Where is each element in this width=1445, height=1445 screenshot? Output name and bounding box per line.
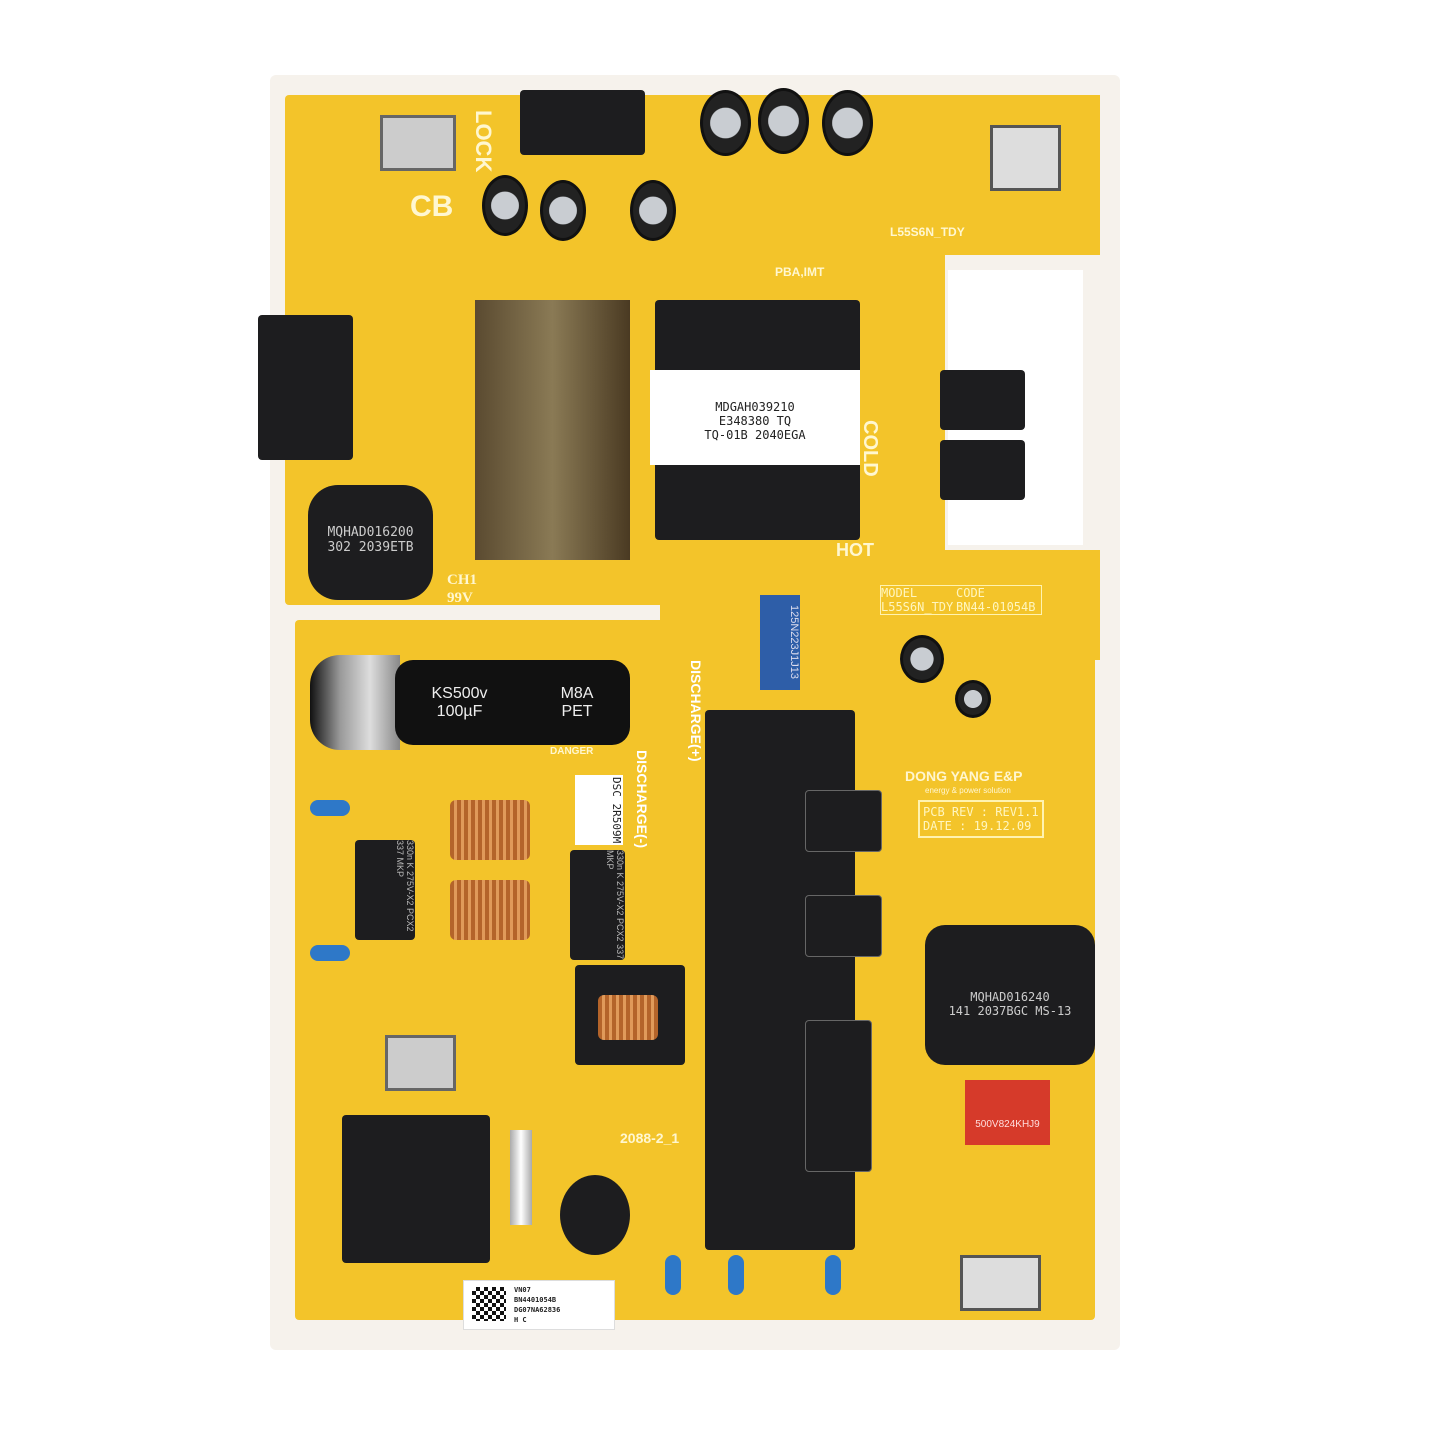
sticker-line3: DG07NA62836	[514, 1306, 561, 1314]
inductor-left: MQHAD016200 302 2039ETB	[308, 485, 433, 600]
inductor-right: MQHAD016240 141 2037BGC MS-13	[925, 925, 1095, 1065]
electrolytic-capacitor	[540, 180, 586, 241]
y-capacitor	[310, 945, 350, 961]
pfc-coil	[598, 995, 658, 1040]
discharge-minus-label: DISCHARGE(-)	[634, 750, 650, 848]
mounting-clip	[990, 125, 1061, 191]
electrolytic-capacitor	[630, 180, 676, 241]
mounting-clip	[960, 1255, 1041, 1311]
film-capacitor: 125N223J1J13	[760, 595, 800, 690]
barcode-sticker: VN07 BN4401054B DG07NA62836 H C	[463, 1280, 615, 1330]
varistor	[560, 1175, 630, 1255]
lock-label: LOCK	[471, 110, 496, 173]
cold-label: COLD	[859, 420, 881, 477]
mosfet	[805, 1020, 872, 1172]
dsc-component: DSC 2R509M	[575, 775, 623, 845]
bulk-cap-type: PET	[561, 702, 593, 720]
electrolytic-capacitor	[955, 680, 991, 718]
mosfet	[805, 895, 882, 957]
inductor-right-line2: 141 2037BGC MS-13	[948, 1004, 1072, 1018]
transistor	[940, 370, 1025, 430]
pcb-rev: PCB REV : REV1.1	[923, 805, 1039, 819]
transistor	[940, 440, 1025, 500]
transformer-line3: TQ-01B 2040EGA	[704, 428, 806, 442]
inductor-left-line1: MQHAD016200	[327, 525, 414, 540]
y-capacitor	[728, 1255, 744, 1295]
bulk-capacitor-end	[310, 655, 400, 750]
code-2088-label: 2088-2_1	[620, 1130, 680, 1146]
transformer-label: MDGAH039210 E348380 TQ TQ-01B 2040EGA	[650, 370, 860, 465]
common-mode-choke	[450, 880, 530, 940]
x-capacitor: 330n K 275V-X2 PCX2 337 MKP	[570, 850, 625, 960]
bulk-cap-series: M8A	[560, 684, 594, 702]
y-capacitor	[310, 800, 350, 816]
transformer-line1: MDGAH039210	[715, 400, 795, 414]
manufacturer-tagline: energy & power solution	[925, 786, 1011, 795]
model-top-label: L55S6N_TDY	[890, 225, 965, 239]
mounting-clip	[385, 1035, 456, 1091]
electrolytic-capacitor	[900, 635, 944, 683]
electrolytic-capacitor	[758, 88, 809, 154]
ch1-label: CH1	[447, 572, 477, 588]
qr-code	[472, 1287, 506, 1321]
pba-label: PBA,IMT	[775, 265, 825, 279]
connector-left	[258, 315, 353, 460]
y-capacitor	[665, 1255, 681, 1295]
ac-inlet	[342, 1115, 490, 1263]
y-capacitor	[825, 1255, 841, 1295]
code-header: CODE	[956, 586, 985, 600]
sticker-line2: BN4401054B	[514, 1296, 557, 1304]
common-mode-choke	[450, 800, 530, 860]
sticker-text: VN07 BN4401054B DG07NA62836 H C	[514, 1285, 560, 1325]
mosfet	[805, 790, 882, 852]
fuse	[510, 1130, 532, 1225]
bulk-cap-voltage: KS500v	[431, 684, 488, 702]
voltage-label: 99V	[447, 590, 473, 606]
inductor-right-line1: MQHAD016240	[970, 990, 1050, 1004]
connector-top	[520, 90, 645, 155]
pcb-rev-box: PCB REV : REV1.1 DATE : 19.12.09	[918, 800, 1044, 838]
sticker-line1: VN07	[514, 1286, 531, 1294]
model-header: MODEL	[881, 586, 918, 600]
transformer-line2: E348380 TQ	[718, 414, 792, 428]
red-capacitor: 500V824KHJ9	[965, 1080, 1050, 1145]
manufacturer-logo: DONG YANG E&P	[905, 768, 1023, 784]
danger-label: DANGER	[550, 746, 594, 757]
electrolytic-capacitor	[822, 90, 873, 156]
pcb-date: DATE : 19.12.09	[923, 819, 1032, 833]
code-value: BN44-01054B	[956, 600, 1036, 614]
sticker-line4: H C	[514, 1316, 527, 1324]
discharge-plus-label: DISCHARGE(+)	[688, 660, 704, 762]
bulk-cap-capacitance: 100µF	[436, 702, 483, 720]
x-capacitor: 330n K 275V-X2 PCX2 337 MKP	[355, 840, 415, 940]
cb-label: CB	[410, 190, 454, 223]
heatsink	[475, 300, 630, 560]
electrolytic-capacitor	[482, 175, 528, 236]
electrolytic-capacitor	[700, 90, 751, 156]
inductor-left-line2: 302 2039ETB	[327, 540, 414, 555]
hot-label: HOT	[836, 540, 874, 560]
mounting-clip	[380, 115, 456, 171]
model-value: L55S6N_TDY	[881, 600, 954, 614]
